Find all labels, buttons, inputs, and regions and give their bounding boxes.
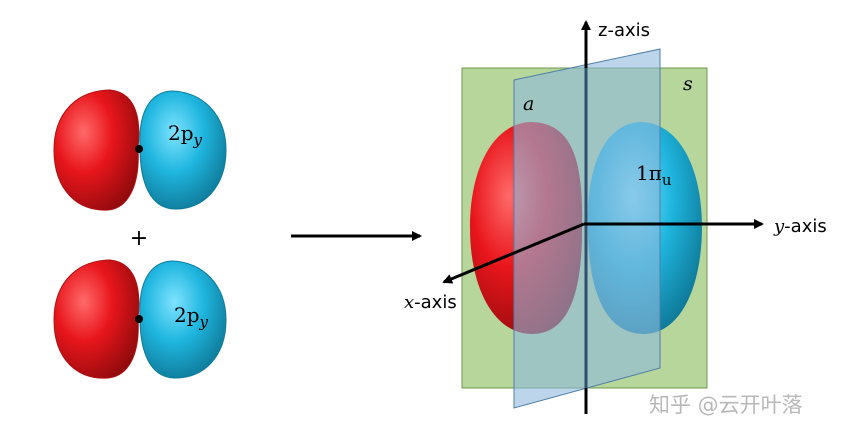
y-axis-label: y-axis (773, 216, 827, 237)
orbital-bottom-blue-lobe (139, 260, 227, 379)
x-axis-label: x-axis (404, 292, 457, 313)
nucleus-dot-bottom (135, 315, 143, 323)
orbital-top-label: 2py (168, 121, 203, 149)
nucleus-dot-top (135, 145, 143, 153)
plane-s-label: s (683, 73, 693, 95)
mo-label: 1πu (636, 161, 672, 189)
orbital-top-red-lobe (53, 89, 140, 211)
mo-diagram: z-axis y-axis x-axis s a 1πu (404, 20, 827, 414)
plane-a-label: a (523, 93, 534, 115)
orbital-bottom-label: 2py (174, 303, 209, 331)
z-axis-label: z-axis (598, 20, 650, 41)
watermark: 知乎 @云开叶落 (649, 393, 803, 417)
plus-sign: + (130, 226, 148, 251)
orbital-top-blue-lobe (139, 90, 227, 210)
x-axis (442, 222, 585, 284)
orbital-bottom-red-lobe (53, 259, 140, 379)
orbital-2py-bottom: 2py (53, 259, 227, 379)
orbital-2py-top: 2py (53, 89, 227, 211)
